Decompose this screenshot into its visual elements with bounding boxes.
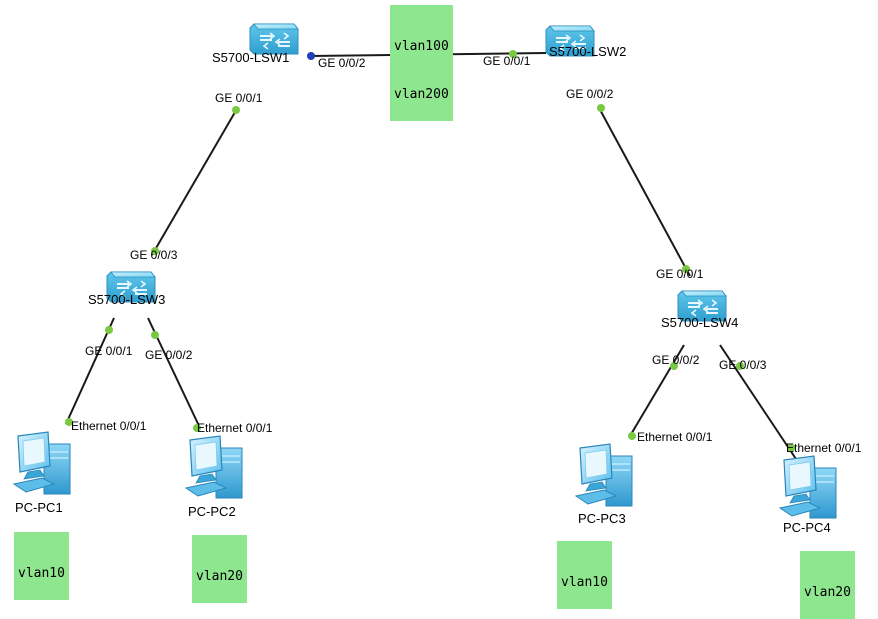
vlan-tag-line: vlan20 xyxy=(196,569,243,584)
port-label: Ethernet 0/0/1 xyxy=(786,441,862,455)
port-label: GE 0/0/1 xyxy=(85,344,133,358)
port-label: GE 0/0/2 xyxy=(145,348,193,362)
switch-lsw1[interactable]: S5700-LSW1 xyxy=(212,23,299,65)
port-label: GE 0/0/2 xyxy=(652,353,700,367)
switch-lsw3[interactable]: S5700-LSW3 xyxy=(88,271,165,307)
pc-icon xyxy=(779,455,837,519)
port-label: GE 0/0/1 xyxy=(656,267,704,281)
port-label: Ethernet 0/0/1 xyxy=(71,419,147,433)
device-label: S5700-LSW3 xyxy=(88,292,165,307)
port-dot xyxy=(509,50,517,58)
switch-lsw2[interactable]: S5700-LSW2 xyxy=(545,25,626,59)
pc-icon xyxy=(575,443,633,507)
port-dot xyxy=(105,326,113,334)
port-dot xyxy=(151,247,159,255)
vlan-tag-line: vlan20 xyxy=(804,585,851,600)
vlan-tag-line: vlan100 xyxy=(394,39,449,54)
port-label: GE 0/0/2 xyxy=(318,56,366,70)
port-label: GE 0/0/3 xyxy=(130,248,178,262)
port-labels: GE 0/0/2 GE 0/0/1 GE 0/0/1 GE 0/0/3 GE 0… xyxy=(71,54,862,455)
port-dot xyxy=(65,418,73,426)
pc-icon xyxy=(185,435,243,499)
pc-pc2[interactable]: PC-PC2 xyxy=(185,435,243,519)
device-label: PC-PC3 xyxy=(578,511,626,526)
port-label: Ethernet 0/0/1 xyxy=(637,430,713,444)
link-lsw4-pc4 xyxy=(719,344,799,463)
device-label: S5700-LSW1 xyxy=(212,50,289,65)
port-dot xyxy=(151,331,159,339)
port-label: GE 0/0/1 xyxy=(215,91,263,105)
vlan-tag-line: vlan10 xyxy=(561,575,608,590)
port-label: GE 0/0/3 xyxy=(719,358,767,372)
port-dot xyxy=(307,52,315,60)
port-dot xyxy=(193,424,201,432)
port-dot xyxy=(628,432,636,440)
port-dot xyxy=(736,362,744,370)
link-lsw2-lsw4 xyxy=(597,105,691,277)
port-dot xyxy=(597,104,605,112)
vlan-tag-pc2: vlan20 xyxy=(192,535,247,603)
port-dot xyxy=(670,362,678,370)
port-label: GE 0/0/2 xyxy=(566,87,614,101)
vlan-tag-trunk: vlan100 vlan200 xyxy=(390,5,453,121)
vlan-tag-pc3: vlan10 xyxy=(557,541,612,609)
device-label: PC-PC2 xyxy=(188,504,236,519)
network-topology: S5700-LSW1 S5700-LSW2 S5700-LSW3 S5700-L… xyxy=(13,23,862,535)
port-label: Ethernet 0/0/1 xyxy=(197,421,273,435)
pc-icon xyxy=(13,431,71,495)
vlan-tag-pc4: vlan20 xyxy=(800,551,855,619)
port-dots xyxy=(65,50,795,452)
port-dot xyxy=(787,444,795,452)
link-lsw1-lsw3 xyxy=(151,106,239,256)
vlan-tag-line: vlan10 xyxy=(18,566,65,581)
port-label: GE 0/0/1 xyxy=(483,54,531,68)
device-label: S5700-LSW2 xyxy=(549,44,626,59)
port-dot xyxy=(232,106,240,114)
device-label: PC-PC4 xyxy=(783,520,831,535)
port-dot xyxy=(682,265,690,273)
vlan-tag-line: vlan200 xyxy=(394,87,449,102)
switch-lsw4[interactable]: S5700-LSW4 xyxy=(661,290,738,330)
pc-pc1[interactable]: PC-PC1 xyxy=(13,431,71,515)
pc-pc4[interactable]: PC-PC4 xyxy=(779,455,837,535)
link-lsw4-pc3 xyxy=(629,344,685,437)
device-label: S5700-LSW4 xyxy=(661,315,738,330)
links xyxy=(65,52,799,463)
link-lsw3-pc1 xyxy=(65,317,115,425)
pc-pc3[interactable]: PC-PC3 xyxy=(575,443,633,526)
vlan-tag-pc1: vlan10 xyxy=(14,532,69,600)
device-label: PC-PC1 xyxy=(15,500,63,515)
